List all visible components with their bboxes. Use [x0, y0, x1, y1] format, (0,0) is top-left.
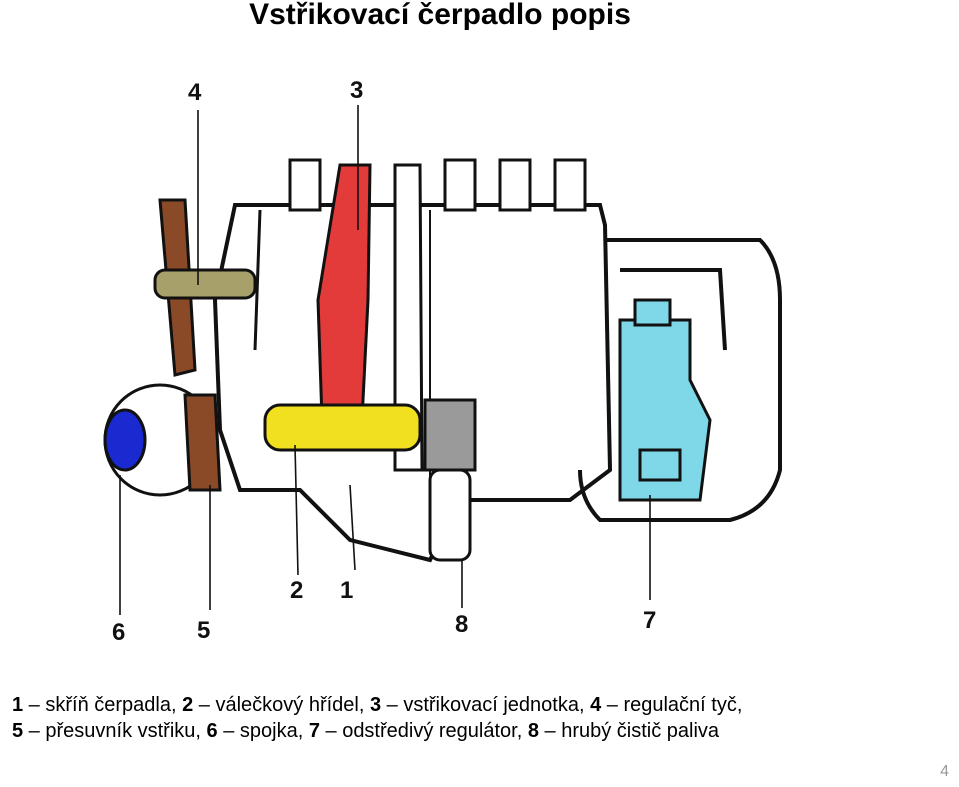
- label-8: 8: [455, 611, 468, 638]
- label-7: 7: [643, 607, 656, 634]
- legend-num: 1: [12, 694, 24, 716]
- legend-text: – regulační tyč,: [601, 694, 743, 716]
- roller-shaft: [263, 403, 422, 452]
- legend-text: – válečkový hřídel,: [193, 694, 370, 716]
- outlet-fittings: [288, 158, 587, 472]
- legend-num: 3: [369, 694, 382, 716]
- label-6: 6: [112, 619, 125, 646]
- legend-num: 2: [182, 694, 194, 716]
- label-3: 3: [350, 77, 363, 104]
- legend-num: 5: [12, 720, 24, 742]
- legend-text: – hrubý čistič paliva: [538, 720, 720, 742]
- legend-text: – vstřikovací jednotka,: [381, 694, 591, 716]
- page-title: Vstřikovací čerpadlo popis: [249, 0, 631, 31]
- label-2: 2: [290, 577, 303, 604]
- label-1: 1: [340, 577, 353, 604]
- legend: 1 – skříň čerpadla, 2 – válečkový hřídel…: [12, 692, 942, 744]
- legend-text: – spojka,: [217, 720, 309, 742]
- legend-num: 8: [527, 720, 539, 742]
- legend-text: – odstředivý regulátor,: [319, 720, 528, 742]
- legend-text: – skříň čerpadla,: [23, 694, 183, 716]
- fuel-filter: [423, 398, 477, 562]
- legend-num: 4: [590, 694, 602, 716]
- page-number: 4: [940, 763, 949, 780]
- legend-num: 7: [308, 720, 320, 742]
- governor-housing: [578, 238, 782, 522]
- leader-lines: [119, 105, 651, 615]
- legend-text: – přesuvník vstřiku,: [23, 720, 207, 742]
- legend-line-2: 5 – přesuvník vstřiku, 6 – spojka, 7 – o…: [12, 718, 942, 744]
- centrifugal-governor: [618, 298, 712, 502]
- regulating-rod: [153, 198, 257, 377]
- label-5: 5: [197, 617, 210, 644]
- legend-line-1: 1 – skříň čerpadla, 2 – válečkový hřídel…: [12, 692, 942, 718]
- injection-advance-device: [103, 383, 222, 497]
- label-4: 4: [188, 79, 202, 106]
- injection-pump-illustration: 3 4 1 2 5 6 7 8: [103, 77, 782, 646]
- legend-num: 6: [206, 720, 218, 742]
